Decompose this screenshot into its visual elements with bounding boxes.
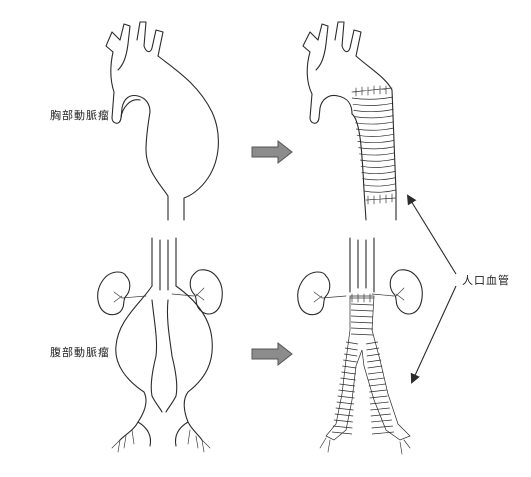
thoracic-graft-after — [302, 21, 397, 221]
thoracic-aneurysm-before — [105, 21, 219, 221]
abdominal-graft-after — [297, 237, 423, 455]
abdominal-aneurysm-label: 腹部動脈瘤 — [50, 345, 110, 359]
process-arrow-top — [251, 139, 293, 165]
process-arrow-bottom — [251, 341, 293, 367]
abdominal-graft-rings — [331, 303, 395, 435]
graft-label: 人口血管 — [462, 273, 510, 287]
thoracic-graft-rings — [351, 96, 397, 193]
graft-pointer-arrows — [406, 194, 457, 384]
abdominal-aneurysm-before — [97, 237, 223, 453]
thoracic-aneurysm-label: 胸部動脈瘤 — [50, 108, 110, 122]
